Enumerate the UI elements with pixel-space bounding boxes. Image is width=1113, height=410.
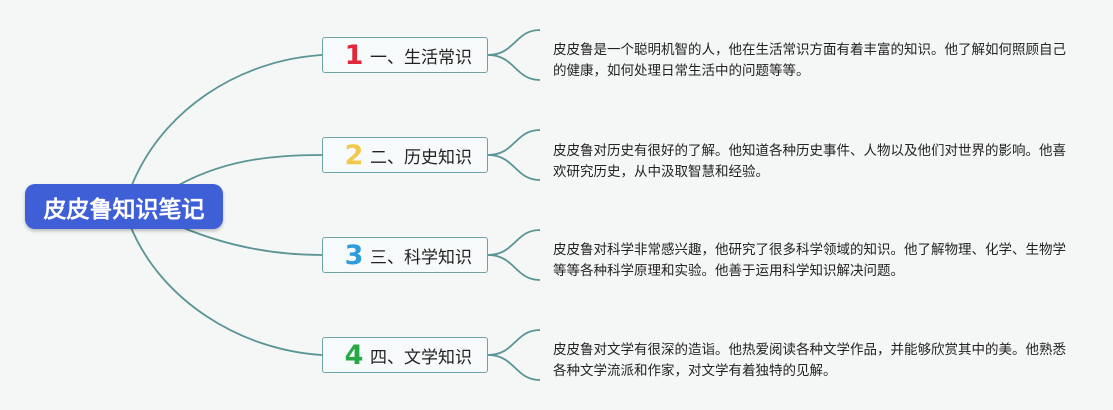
connector-branch-3-desc bbox=[487, 229, 541, 281]
number-badge-1: 1 bbox=[344, 39, 364, 71]
branch-description-3: 皮皮鲁对科学非常感兴趣，他研究了很多科学领域的知识。他了解物理、化学、生物学等等… bbox=[553, 242, 1066, 279]
branch-label-2: 二、历史知识 bbox=[370, 147, 472, 168]
branch-node-4[interactable]: 4 四、文学知识 bbox=[322, 337, 488, 373]
root-node[interactable]: 皮皮鲁知识笔记 bbox=[25, 184, 223, 229]
connector-branch-2-desc bbox=[487, 129, 541, 181]
connector-root-branch-4 bbox=[129, 224, 323, 356]
branch-node-2[interactable]: 2 二、历史知识 bbox=[322, 137, 488, 173]
connector-root-branch-3 bbox=[169, 221, 323, 256]
connector-root-branch-2 bbox=[169, 154, 323, 191]
root-title: 皮皮鲁知识笔记 bbox=[43, 196, 205, 223]
connector-root-branch-1 bbox=[129, 54, 323, 191]
branch-label-4: 四、文学知识 bbox=[370, 347, 472, 368]
branch-label-1: 一、生活常识 bbox=[370, 47, 472, 68]
branch-node-1[interactable]: 1 一、生活常识 bbox=[322, 37, 488, 73]
number-badge-3: 3 bbox=[344, 239, 364, 271]
branch-description-1: 皮皮鲁是一个聪明机智的人，他在生活常识方面有着丰富的知识。他了解如何照顾自己的健… bbox=[553, 42, 1066, 79]
number-badge-2: 2 bbox=[344, 139, 364, 171]
branch-node-3[interactable]: 3 三、科学知识 bbox=[322, 237, 488, 273]
branch-description-2: 皮皮鲁对历史有很好的了解。他知道各种历史事件、人物以及他们对世界的影响。他喜欢研… bbox=[553, 143, 1066, 180]
number-badge-4: 4 bbox=[344, 339, 364, 371]
branch-description-4: 皮皮鲁对文学有很深的造诣。他热爱阅读各种文学作品，并能够欣赏其中的美。他熟悉各种… bbox=[553, 342, 1066, 379]
branch-label-3: 三、科学知识 bbox=[370, 247, 472, 268]
connector-branch-1-desc bbox=[487, 29, 541, 81]
connector-branch-4-desc bbox=[487, 329, 541, 381]
